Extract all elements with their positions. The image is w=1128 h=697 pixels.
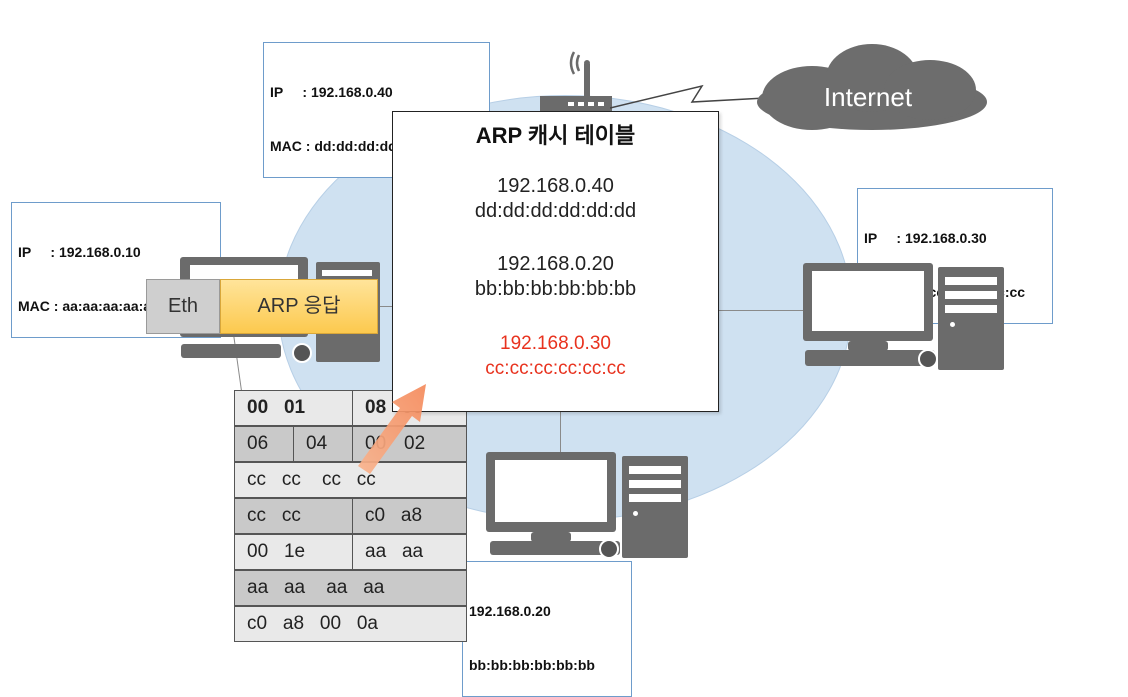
cloud-icon <box>752 40 992 132</box>
router-info-box: IP : 192.168.0.40 MAC : dd:dd:dd:dd:dd:d… <box>263 42 490 178</box>
host-c-ip: IP : 192.168.0.30 <box>864 230 987 246</box>
arp-entry: 192.168.0.20 bb:bb:bb:bb:bb:bb <box>393 252 718 302</box>
packet-cell: c0 a8 00 0a <box>247 613 378 634</box>
packet-cell: aa aa <box>352 535 466 569</box>
packet-row: 06 04 00 02 <box>234 426 467 462</box>
arp-entry-mac: cc:cc:cc:cc:cc:cc <box>485 358 626 379</box>
arp-entry-mac: bb:bb:bb:bb:bb:bb <box>474 278 637 300</box>
link-host-c <box>718 310 808 311</box>
arp-entry-ip: 192.168.0.30 <box>500 333 611 354</box>
arp-entry-new: 192.168.0.30 cc:cc:cc:cc:cc:cc <box>393 331 718 381</box>
packet-cell: 04 <box>293 427 352 461</box>
arp-entry-ip: 192.168.0.20 <box>497 253 614 275</box>
host-b-info-box: 192.168.0.20 bb:bb:bb:bb:bb:bb <box>462 561 632 697</box>
packet-cell: cc cc cc cc <box>247 469 376 490</box>
link-host-a-vertical <box>233 333 243 394</box>
arp-cache-table: ARP 캐시 테이블 192.168.0.40 dd:dd:dd:dd:dd:d… <box>392 111 719 412</box>
update-arrow-icon <box>350 378 440 478</box>
arp-entry-ip: 192.168.0.40 <box>497 175 614 197</box>
host-b-mac: bb:bb:bb:bb:bb:bb <box>469 657 595 673</box>
arp-entry-mac: dd:dd:dd:dd:dd:dd <box>474 200 637 222</box>
packet-cell: cc cc <box>247 505 301 526</box>
link-host-b <box>560 410 561 460</box>
host-a-ip: IP : 192.168.0.10 <box>18 244 141 260</box>
router-icon <box>540 50 612 112</box>
host-b-ip: 192.168.0.20 <box>469 603 551 619</box>
packet-row: cc cc cc cc <box>234 462 467 498</box>
link-host-a <box>378 306 394 307</box>
cloud-label: Internet <box>823 82 913 112</box>
router-ip: IP : 192.168.0.40 <box>270 84 393 100</box>
packet-cell: 06 <box>247 433 269 454</box>
arp-response-block: ARP 응답 <box>220 279 378 334</box>
packet-row: aa aa aa aa <box>234 570 467 606</box>
packet-cell: 00 01 <box>247 397 306 418</box>
arp-entry: 192.168.0.40 dd:dd:dd:dd:dd:dd <box>393 174 718 224</box>
packet-row: c0 a8 00 0a <box>234 606 467 642</box>
packet-row: 00 1e aa aa <box>234 534 467 570</box>
arp-cache-title: ARP 캐시 테이블 <box>475 123 636 148</box>
eth-header-block: Eth <box>146 279 220 334</box>
packet-cell: 00 1e <box>247 541 306 562</box>
packet-cell: aa aa aa aa <box>247 577 385 598</box>
packet-cell: 02 <box>404 433 426 454</box>
wan-link-icon <box>609 82 770 122</box>
packet-cell: c0 a8 <box>352 499 466 533</box>
packet-row: cc cc c0 a8 <box>234 498 467 534</box>
